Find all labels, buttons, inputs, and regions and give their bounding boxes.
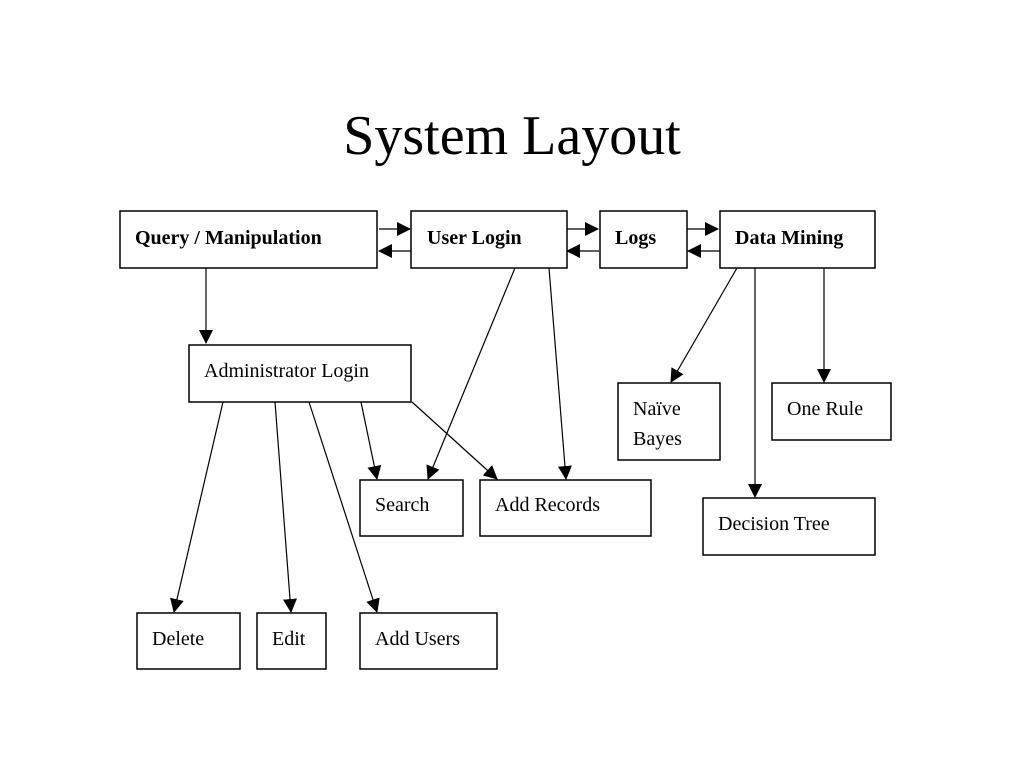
node-logs-label: Logs: [615, 227, 656, 249]
node-delete: Delete: [136, 612, 241, 670]
node-add-records: Add Records: [479, 479, 652, 537]
arrow-userlogin-to-addrecords: [548, 267, 572, 480]
arrow-adminlogin-to-delete: [170, 401, 224, 613]
node-naive-bayes-label-line2: Bayes: [633, 428, 682, 450]
node-one-rule: One Rule: [771, 382, 892, 441]
node-add-records-label: Add Records: [495, 494, 600, 516]
node-edit-label: Edit: [272, 628, 306, 650]
node-add-users-label: Add Users: [375, 628, 460, 650]
node-administrator-login-label: Administrator Login: [204, 360, 369, 382]
node-one-rule-label: One Rule: [787, 398, 863, 420]
node-search: Search: [359, 479, 464, 537]
arrow-adminlogin-to-addusers: [308, 401, 380, 613]
node-naive-bayes: Naïve Bayes: [617, 382, 721, 461]
arrow-adminlogin-to-addrecords: [411, 401, 498, 480]
node-decision-tree: Decision Tree: [702, 497, 876, 556]
arrow-adminlogin-to-search: [360, 401, 382, 480]
node-naive-bayes-label-line1: Naïve: [633, 398, 681, 420]
node-search-label: Search: [375, 494, 429, 516]
node-query-manipulation-label: Query / Manipulation: [135, 227, 322, 249]
node-user-login-label: User Login: [427, 227, 522, 249]
node-data-mining: Data Mining: [719, 210, 876, 269]
node-decision-tree-label: Decision Tree: [718, 513, 830, 535]
node-delete-label: Delete: [152, 628, 204, 650]
arrow-userlogin-to-search: [426, 267, 516, 480]
arrow-datamining-to-naivebayes: [670, 267, 738, 383]
node-add-users: Add Users: [359, 612, 498, 670]
page-title: System Layout: [343, 105, 681, 167]
node-query-manipulation: Query / Manipulation: [119, 210, 378, 269]
arrow-adminlogin-to-edit: [274, 401, 297, 613]
node-user-login: User Login: [410, 210, 568, 269]
node-administrator-login: Administrator Login: [188, 344, 412, 403]
node-data-mining-label: Data Mining: [735, 227, 843, 249]
node-edit: Edit: [256, 612, 327, 670]
node-logs: Logs: [599, 210, 688, 269]
